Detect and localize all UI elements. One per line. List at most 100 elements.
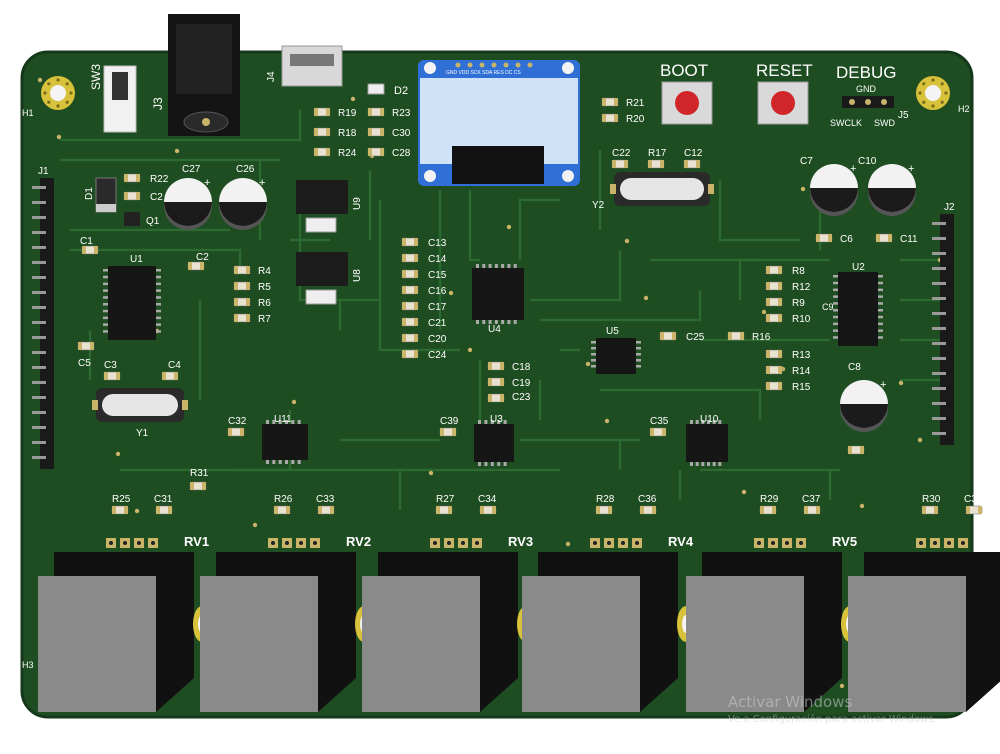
mount-hole [50, 85, 66, 101]
pot-front-face [848, 576, 966, 712]
part-label: R20 [626, 114, 645, 125]
dc-jack-pin [202, 118, 210, 126]
via [800, 186, 806, 192]
ecap-plus: + [908, 163, 914, 175]
pot-pin-hole [785, 541, 789, 545]
header-pin [32, 366, 46, 369]
part-label: C28 [392, 148, 411, 159]
smd-pad [402, 286, 406, 294]
pot-front-face [38, 576, 156, 712]
header-pin [932, 312, 946, 315]
ic-pin [833, 329, 838, 332]
debug-swd-label: SWD [874, 118, 895, 128]
smd-pad [766, 298, 770, 306]
header-pin [932, 267, 946, 270]
smd-pad [168, 506, 172, 514]
pot-side-face [640, 552, 678, 712]
ic-label: U2 [852, 262, 865, 273]
crystal-can [620, 178, 704, 200]
crystal-pad [182, 400, 188, 410]
copper-trace [518, 198, 560, 260]
ic-label: U4 [488, 324, 501, 335]
part-label: C22 [612, 148, 631, 159]
copper-trace [738, 258, 830, 300]
part-label: R19 [338, 108, 357, 119]
header-pin [32, 441, 46, 444]
smd-pad [228, 428, 232, 436]
mount-via [43, 91, 47, 95]
mount-via [47, 82, 51, 86]
header-pin [32, 246, 46, 249]
ic-pin [291, 460, 295, 464]
smd-pad [414, 286, 418, 294]
boot-button-label: BOOT [660, 61, 708, 80]
ecap-polarity [164, 202, 212, 226]
ic-pin [494, 264, 498, 268]
smd-pad [448, 506, 452, 514]
ic-body [472, 268, 524, 320]
smd-pad [596, 506, 600, 514]
pot-pin-hole [919, 541, 923, 545]
smd-pad [778, 266, 782, 274]
smd-pad [778, 282, 782, 290]
copper-trace [70, 248, 242, 270]
part-label: C4 [168, 360, 181, 371]
ic-pin [636, 359, 641, 362]
header-pin [932, 387, 946, 390]
smd-pad [286, 506, 290, 514]
regulator-tab [305, 289, 337, 305]
via [741, 489, 747, 495]
ic-pin [591, 353, 596, 356]
header-pin [932, 252, 946, 255]
part-label: R4 [258, 266, 271, 277]
crystal-can [102, 394, 178, 416]
via [585, 361, 591, 367]
part-label: R26 [274, 494, 293, 505]
part-label: R13 [792, 350, 811, 361]
via [252, 522, 258, 528]
regulator-label: U8 [352, 269, 363, 282]
smd-pad [94, 246, 98, 254]
ic-pin [156, 323, 161, 326]
smd-pad [314, 148, 318, 156]
regulator-label: U9 [352, 197, 363, 210]
regulator-body [296, 180, 348, 214]
smd-pad [766, 266, 770, 274]
ic-pin [833, 275, 838, 278]
header-pin [932, 402, 946, 405]
mount-via [944, 91, 948, 95]
part-label: C32 [228, 416, 247, 427]
crystal-label: Y1 [136, 428, 149, 439]
mount-hole-label: H1 [22, 108, 34, 118]
ic-body [474, 424, 514, 462]
copper-trace [600, 388, 762, 420]
mount-via [69, 91, 73, 95]
ic-pin [266, 460, 269, 464]
mount-via [47, 100, 51, 104]
header-pin [32, 426, 46, 429]
ic-pin [278, 420, 282, 424]
part-label: R21 [626, 98, 645, 109]
smd-pad [202, 482, 206, 490]
part-label: C18 [512, 362, 531, 373]
diode-label: D1 [84, 187, 95, 200]
part-label: R14 [792, 366, 811, 377]
crystal-label: Y2 [592, 200, 605, 211]
smd-pad [672, 332, 676, 340]
pot-pin-hole [447, 541, 451, 545]
part-label: R17 [648, 148, 667, 159]
ic-pin [878, 309, 883, 312]
part-label: R6 [258, 298, 271, 309]
part-label: C19 [512, 378, 531, 389]
ic-pin [501, 320, 505, 324]
mount-via [922, 82, 926, 86]
smd-pad [402, 270, 406, 278]
part-label: C2 [196, 252, 209, 263]
smd-pad [778, 314, 782, 322]
ic-pin [488, 320, 492, 324]
smd-pad [326, 108, 330, 116]
header-pin [932, 357, 946, 360]
smd-pad [402, 318, 406, 326]
smd-pad [500, 394, 504, 402]
ic-pin [718, 420, 722, 424]
